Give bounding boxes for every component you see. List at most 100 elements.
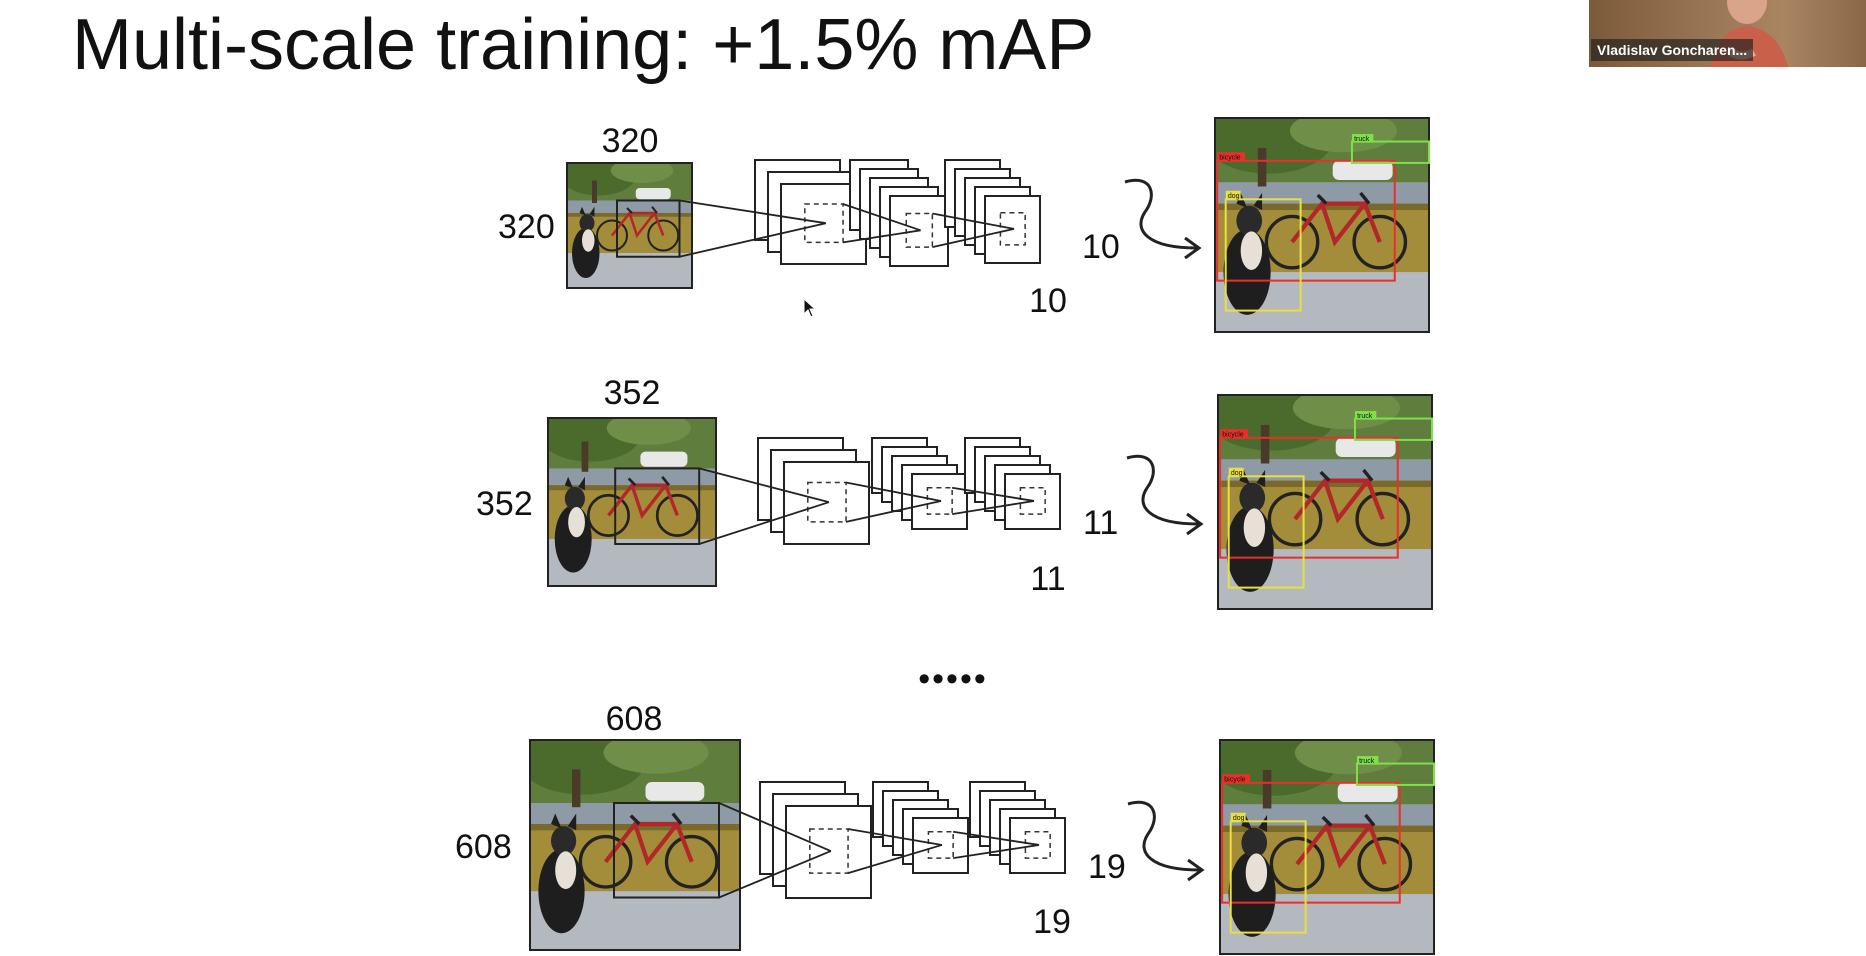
truck-label-tag [1351,134,1374,143]
dog-label-text: dog [1228,193,1240,200]
input-size-top-label: 608 [606,700,663,738]
truck-detection-box [1350,140,1430,164]
connector-line [932,227,1015,248]
feature-window-dashed [804,203,844,244]
output-image-frame [1214,117,1430,333]
connector-line [842,229,921,244]
connector-line [698,467,830,504]
feature-map-stack-2 [872,781,969,874]
dog-label-tag [1225,190,1241,200]
bicycle-label-text: bicycle [1224,776,1246,783]
feature-window-dashed [999,212,1026,246]
arrow-head [1187,858,1205,882]
connector-lines [679,199,1015,258]
input-size-left-label: 352 [476,485,533,523]
input-image-frame [547,417,717,587]
arrow-curve [1127,800,1201,872]
connector-line [718,850,832,899]
participant-video-tile[interactable]: Vladislav Goncharen... [1589,0,1866,67]
connector-line [952,500,1035,516]
input-size-top-label: 320 [602,122,659,160]
bicycle-label-text: bicycle [1219,154,1241,161]
grid-size-right-label: 19 [1088,848,1126,886]
dog-detection-box [1229,820,1307,934]
dog-detection-box [1224,198,1302,312]
receptive-field-box [613,802,720,899]
connector-line [845,481,942,502]
bicycle-label-tag [1220,429,1248,438]
input-image-2 [547,417,717,587]
arrow-head [1184,236,1202,260]
truck-label-text: truck [1359,758,1375,765]
receptive-field-box [616,199,681,258]
connector-line [952,486,1035,502]
arrow-head [1186,512,1204,536]
input-image-photo [548,418,716,586]
feature-window-dashed [927,831,954,859]
output-detection-image-3: bicycle truck dog [1219,739,1435,955]
curved-arrow-icon [1127,800,1205,882]
input-size-top-label: 352 [604,374,661,412]
bicycle-detection-box [1216,159,1396,282]
truck-detection-box [1353,417,1433,441]
grid-size-bottom-label: 11 [1030,560,1065,598]
truck-detection-box [1355,762,1435,786]
output-image-frame [1217,394,1433,610]
connector-line [679,222,827,258]
truck-label-tag [1354,411,1377,420]
connector-lines [698,467,1035,545]
bicycle-detection-box [1219,436,1399,559]
scale-row-2: 352 352 11 11 bicycle truck dog [476,374,1433,610]
input-image-1 [566,162,693,289]
grid-size-bottom-label: 10 [1029,282,1067,320]
output-detection-image-2: bicycle truck dog [1217,394,1433,610]
connector-line [718,802,832,852]
participant-name: Vladislav Goncharen... [1591,39,1754,61]
feature-map-stack-2 [871,437,968,530]
feature-window-dashed [926,487,953,515]
truck-label-tag [1356,756,1379,765]
input-image-photo [567,163,692,288]
grid-size-right-label: 10 [1082,228,1120,266]
ellipsis: ••••• [918,660,988,698]
feature-window-dashed [905,212,934,248]
feature-map-stack-3 [944,159,1041,264]
connector-line [842,203,921,232]
dog-detection-box [1227,475,1305,589]
bicycle-detection-box [1221,781,1401,904]
bicycle-label-tag [1222,774,1250,783]
feature-window-dashed [809,828,849,874]
truck-label-text: truck [1357,413,1373,420]
input-image-3 [529,739,741,951]
curved-arrow-icon [1126,454,1204,536]
mouse-cursor-icon [803,298,817,318]
input-size-left-label: 320 [498,208,555,246]
connector-line [845,500,942,523]
dog-label-text: dog [1231,470,1243,477]
bicycle-label-tag [1217,152,1245,161]
connector-lines [718,802,1040,899]
bicycle-label-text: bicycle [1222,431,1244,438]
dog-label-tag [1228,467,1244,477]
connector-line [953,830,1040,846]
arrow-curve [1124,178,1198,250]
curved-arrow-icon [1124,178,1202,260]
feature-window-dashed [807,481,847,523]
feature-map-stack-1 [759,781,872,899]
connector-line [932,212,1015,230]
grid-size-bottom-label: 19 [1033,903,1071,941]
connector-line [847,828,943,846]
connector-line [698,501,830,545]
feature-map-stack-3 [969,781,1066,874]
feature-map-stack-1 [757,437,870,545]
input-image-frame [529,739,741,951]
output-image-frame [1219,739,1435,955]
dog-label-text: dog [1233,815,1245,822]
connector-line [679,199,826,225]
feature-window-dashed [1019,487,1046,515]
grid-size-right-label: 11 [1083,504,1118,542]
arrow-curve [1126,454,1200,526]
